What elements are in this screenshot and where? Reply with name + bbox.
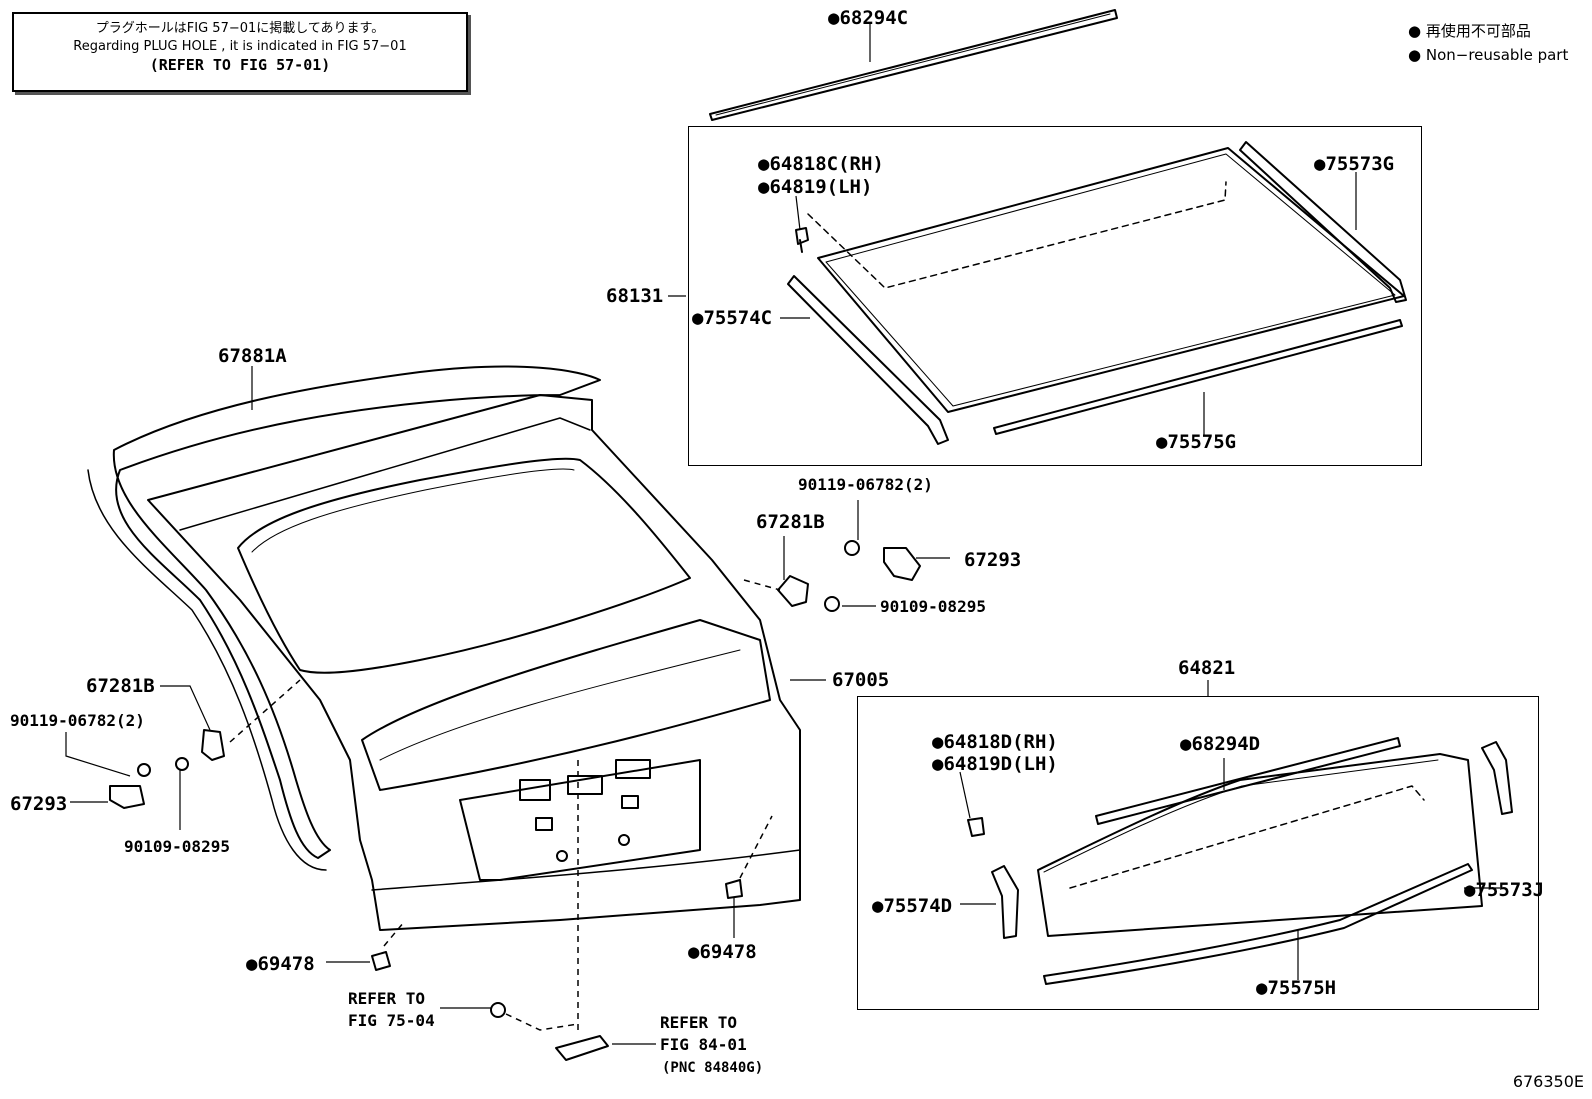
label-67281b-left: 67281B (86, 675, 155, 697)
ref-fig-84-01-line1: REFER TO (660, 1013, 737, 1032)
label-67005: 67005 (832, 669, 889, 691)
note-english: Regarding PLUG HOLE , it is indicated in… (73, 39, 407, 54)
back-door-glass (807, 147, 1405, 413)
cap-fig75-04 (490, 1002, 506, 1018)
glass-assembly-frame (688, 126, 1422, 466)
label-67881a: 67881A (218, 345, 287, 367)
hinge-left (109, 729, 225, 809)
label-67281b-right: 67281B (756, 511, 825, 533)
legend-en: ● Non−reusable part (1408, 46, 1569, 64)
label-67293-left: 67293 (10, 793, 67, 815)
note-japanese: プラグホールはFIG 57−01に掲載してあります。 (95, 21, 385, 36)
ref-fig-75-04-line2: FIG 75-04 (348, 1011, 435, 1030)
label-64821: 64821 (1178, 657, 1235, 679)
figure-id: 676350E (1512, 1072, 1584, 1091)
weatherstrip-75575g (993, 319, 1403, 435)
weatherstrip-68294d (1095, 737, 1401, 825)
label-75575h: ●75575H (1256, 977, 1336, 999)
ref-fig-75-04-line1: REFER TO (348, 989, 425, 1008)
molding-68294c (709, 9, 1118, 121)
ref-fig-84-01-pnc: (PNC 84840G) (662, 1060, 763, 1076)
label-68294c: ●68294C (828, 7, 908, 29)
label-69478-right: ●69478 (688, 941, 757, 963)
clip-64818c (795, 227, 809, 253)
label-75573j: ●75573J (1464, 879, 1544, 901)
label-75574c: ●75574C (692, 307, 772, 329)
clip-64818d (967, 817, 985, 837)
weatherstrip-75575h (1043, 863, 1473, 985)
weatherstrip-75574c (787, 275, 949, 445)
note-box: プラグホールはFIG 57−01に掲載してあります。 Regarding PLU… (12, 12, 468, 92)
label-67293-right: 67293 (964, 549, 1021, 571)
back-door-panel-67005 (147, 394, 801, 931)
lower-glass-assembly-frame (857, 696, 1539, 1010)
lamp-84840g (555, 1035, 609, 1061)
note-reference: (REFER TO FIG 57-01) (149, 56, 331, 74)
label-68294d: ●68294D (1180, 733, 1260, 755)
label-75575g: ●75575G (1156, 431, 1236, 453)
label-90119-right: 90119-06782(2) (798, 475, 933, 494)
plug-69478-left (371, 951, 391, 971)
hinge-right (777, 540, 921, 612)
label-90109-left: 90109-08295 (124, 837, 230, 856)
label-68131: 68131 (606, 285, 663, 307)
weatherstrip-75573g (1239, 141, 1407, 303)
label-64818c: ●64818C(RH) (758, 153, 884, 175)
weatherstrip-67881a (87, 365, 601, 871)
label-75573g: ●75573G (1314, 153, 1394, 175)
label-64819: ●64819(LH) (758, 176, 872, 198)
label-64819d: ●64819D(LH) (932, 753, 1058, 775)
legend-jp: ● 再使用不可部品 (1408, 22, 1531, 40)
label-90119-left: 90119-06782(2) (10, 711, 145, 730)
weatherstrip-75573j (1481, 741, 1513, 815)
ref-fig-84-01-line2: FIG 84-01 (660, 1035, 747, 1054)
label-90109-right: 90109-08295 (880, 597, 986, 616)
weatherstrip-75574d (991, 865, 1019, 939)
label-69478-left: ●69478 (246, 953, 315, 975)
label-64818d: ●64818D(RH) (932, 731, 1058, 753)
plug-69478-right (725, 879, 743, 899)
label-75574d: ●75574D (872, 895, 952, 917)
